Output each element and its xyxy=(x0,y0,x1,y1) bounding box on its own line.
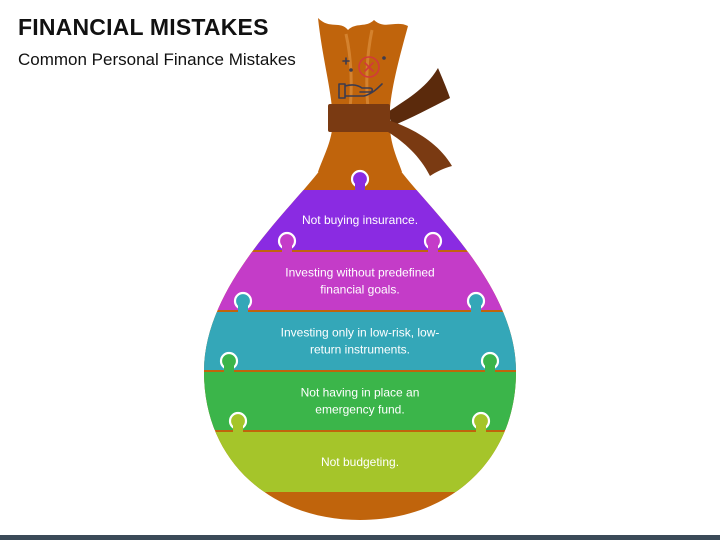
layer-label-5: Not budgeting. xyxy=(321,455,399,469)
bag-tie-band xyxy=(328,104,390,132)
layer-label-3: Investing only in low-risk, low- xyxy=(281,326,440,340)
puzzle-knob xyxy=(277,231,297,254)
bag-tie-tail xyxy=(388,68,450,126)
layer-label-1: Not buying insurance. xyxy=(302,213,418,227)
puzzle-knob xyxy=(480,351,500,374)
puzzle-knob xyxy=(423,231,443,254)
layer-label-2: Investing without predefined xyxy=(285,266,434,280)
layer-band-5 xyxy=(203,432,517,492)
no-money-hand-icon xyxy=(338,56,386,99)
bag-neck-fold xyxy=(365,29,374,109)
puzzle-knob xyxy=(219,351,239,374)
layer-band-4 xyxy=(203,372,517,430)
puzzle-knobs xyxy=(219,169,500,434)
layer-stack xyxy=(203,190,517,492)
puzzle-knob xyxy=(471,411,491,434)
bag-tie-tail xyxy=(388,120,452,176)
layer-labels: Not buying insurance. Investing without p… xyxy=(281,213,440,469)
puzzle-knob xyxy=(228,411,248,434)
layer-band-3 xyxy=(203,312,517,370)
puzzle-knob xyxy=(350,169,370,192)
bag-neck xyxy=(318,18,408,172)
layer-label-4: emergency fund. xyxy=(315,403,404,417)
layer-label-4: Not having in place an xyxy=(301,386,420,400)
page-title: FINANCIAL MISTAKES xyxy=(18,14,269,40)
page-subtitle: Common Personal Finance Mistakes xyxy=(18,50,296,69)
layer-label-3: return instruments. xyxy=(310,343,410,357)
puzzle-knob xyxy=(466,291,486,314)
bag-neck-fold xyxy=(344,33,353,109)
puzzle-knob xyxy=(233,291,253,314)
bottom-bar xyxy=(0,535,720,540)
layer-label-2: financial goals. xyxy=(320,283,399,297)
layer-band-2 xyxy=(203,252,517,310)
